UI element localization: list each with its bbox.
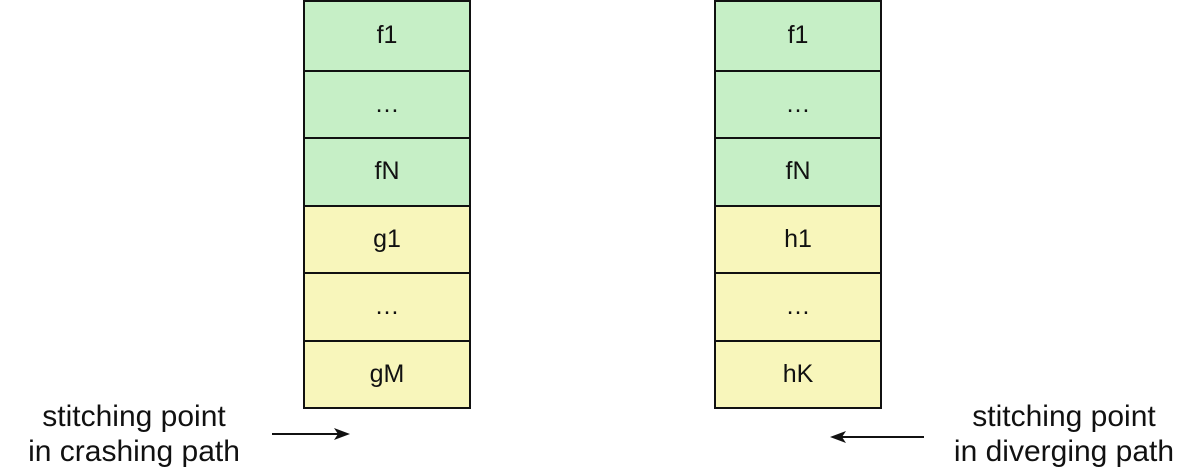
stack-frame: f1: [305, 2, 469, 70]
stack-frame: f1: [716, 2, 880, 70]
caption-line: stitching point: [972, 400, 1156, 433]
caption-line: in crashing path: [28, 435, 240, 468]
stack-frame: …: [716, 69, 880, 137]
stack-frame: …: [716, 272, 880, 340]
left-arrow-icon: [830, 431, 924, 443]
crashing-path-stack: f1 … fN g1 … gM: [303, 0, 471, 409]
stack-frame: gM: [305, 339, 469, 407]
stack-frame: …: [305, 272, 469, 340]
stack-frame: g1: [305, 204, 469, 272]
diverging-path-stack: f1 … fN h1 … hK: [714, 0, 882, 409]
stack-frame: h1: [716, 204, 880, 272]
right-arrow-icon: [272, 428, 350, 440]
caption-line: in diverging path: [953, 435, 1175, 468]
stack-frame: fN: [716, 137, 880, 205]
crashing-path-caption: stitching point in crashing path: [0, 399, 268, 469]
stack-frame: fN: [305, 137, 469, 205]
stack-frame: …: [305, 69, 469, 137]
caption-line: stitching point: [42, 400, 226, 433]
stack-frame: hK: [716, 339, 880, 407]
diverging-path-caption: stitching point in diverging path: [928, 399, 1200, 469]
